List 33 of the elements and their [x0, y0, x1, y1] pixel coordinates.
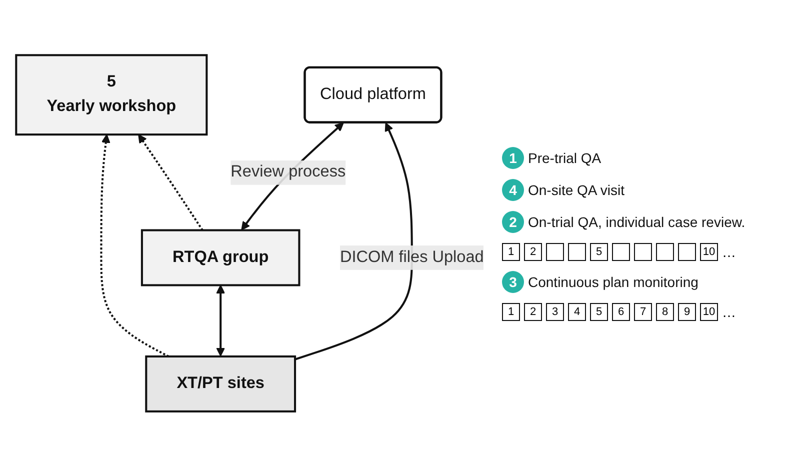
ellipsis: …: [722, 304, 736, 320]
case-number: 5: [590, 242, 608, 260]
step-label: On-site QA visit: [528, 182, 624, 198]
case-number: 1: [502, 302, 520, 320]
step-number-badge: 2: [502, 210, 524, 232]
arrow: [294, 122, 413, 361]
step-label: Pre-trial QA: [528, 150, 602, 166]
case-number: 2: [524, 302, 542, 320]
case-number: 6: [612, 302, 630, 320]
arrow: [138, 134, 204, 231]
case-number: 10: [700, 242, 718, 260]
case-number: 7: [634, 302, 652, 320]
step-number-badge: 1: [502, 146, 524, 168]
case-number: 4: [568, 302, 586, 320]
arrow: [100, 134, 170, 358]
case-number: 2: [524, 242, 542, 260]
step-number-badge: 3: [502, 270, 524, 292]
node-box: 5 Yearly workshop: [15, 54, 208, 136]
node-box: XT/PT sites: [145, 356, 296, 413]
edge-label: Review process: [230, 164, 346, 182]
case-number: 3: [546, 302, 564, 320]
case-number: 9: [678, 302, 696, 320]
step-label: On-trial QA, individual case review.: [528, 214, 746, 230]
case-number: 1: [502, 242, 520, 260]
case-number: 8: [656, 302, 674, 320]
ellipsis: …: [722, 244, 736, 260]
node-box: RTQA group: [140, 229, 300, 286]
step-number-badge: 4: [502, 178, 524, 200]
arrow: [216, 285, 226, 357]
case-number: 5: [590, 302, 608, 320]
case-number: 10: [700, 302, 718, 320]
edge-label: DICOM files Upload: [340, 248, 484, 266]
step-label: Continuous plan monitoring: [528, 274, 698, 290]
